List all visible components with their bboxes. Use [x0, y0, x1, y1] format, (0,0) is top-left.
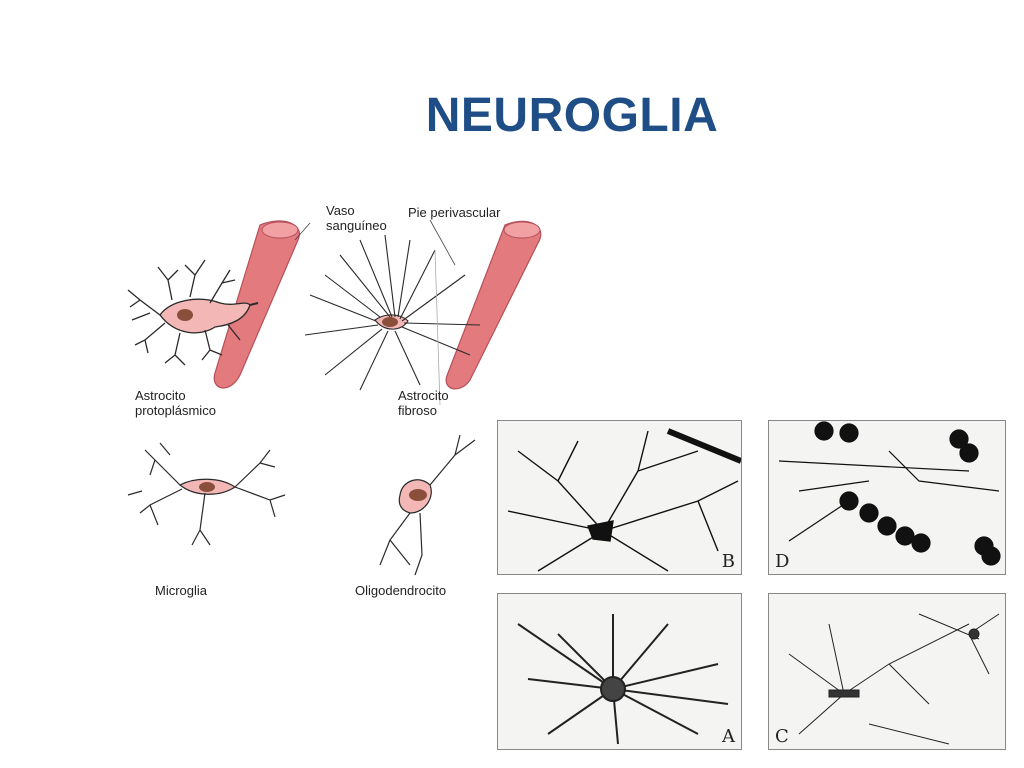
label-pie-perivascular: Pie perivascular: [408, 205, 501, 220]
label-vaso: Vaso sanguíneo: [326, 203, 387, 233]
micrograph-d: D: [768, 420, 1006, 575]
micrograph-b-label: B: [721, 551, 735, 572]
micrograph-c-drawing: [788, 613, 1000, 745]
blood-vessel-left: [213, 220, 300, 389]
microglia-cell: [127, 442, 286, 546]
label-astrocito-fibroso: Astrocito fibroso: [398, 388, 449, 418]
blood-vessel-right: [445, 220, 542, 390]
micrograph-d-label: D: [775, 551, 790, 572]
micrograph-a: A: [497, 593, 742, 750]
micrograph-c-label: C: [775, 726, 789, 747]
label-oligodendrocito: Oligodendrocito: [355, 583, 447, 598]
micrograph-a-label: A: [722, 726, 735, 747]
protoplasmic-astrocyte: [127, 259, 259, 366]
label-astrocito-protoplasmico: Astrocito protoplásmico: [135, 388, 216, 418]
label-microglia: Microglia: [155, 583, 208, 598]
micrograph-d-drawing: [778, 421, 1001, 566]
micrograph-b: B: [497, 420, 742, 575]
micrograph-b-drawing: [507, 428, 741, 572]
oligodendrocyte-cell: [379, 434, 476, 576]
page-title: NEUROGLIA: [425, 89, 719, 142]
micrograph-a-drawing: [517, 614, 729, 745]
glial-cells-diagram: Vaso sanguíneo Pie perivascular Astrocit…: [110, 195, 550, 615]
micrograph-c: C: [768, 593, 1006, 750]
label-pointers: [294, 219, 456, 266]
oligodendrocyte-chain: [814, 421, 1001, 566]
fibrous-astrocyte: [304, 234, 481, 406]
diagram-svg: [127, 219, 542, 576]
